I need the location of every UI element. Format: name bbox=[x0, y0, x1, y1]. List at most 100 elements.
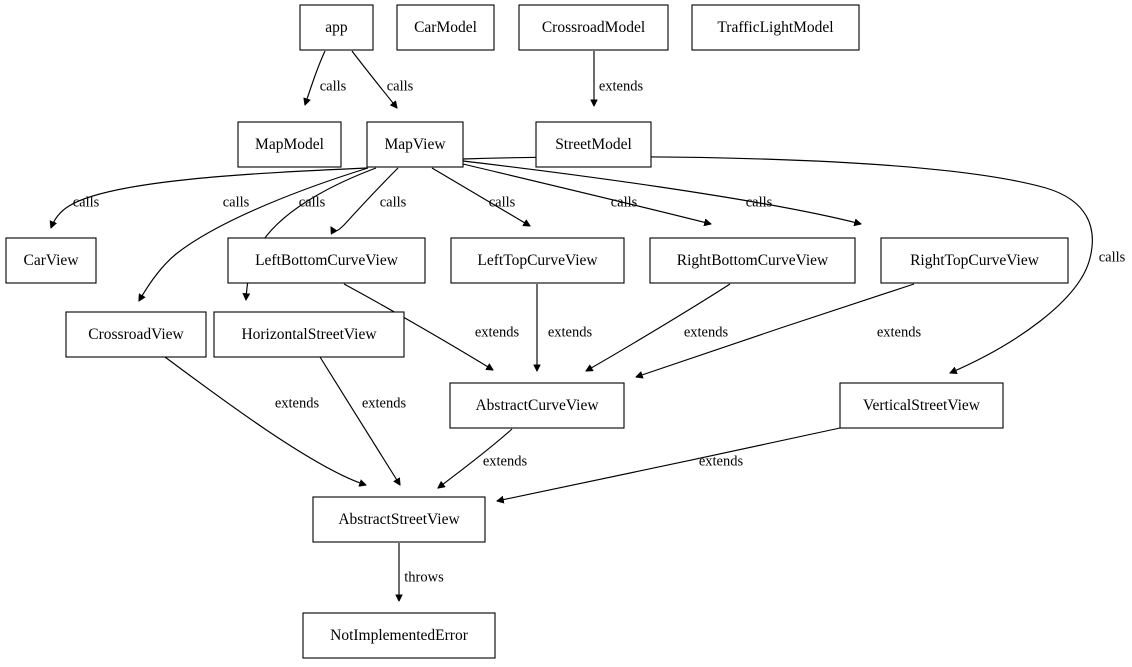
node-label: app bbox=[325, 19, 348, 36]
graph-edge: extends bbox=[537, 284, 593, 371]
edge-label: extends bbox=[699, 453, 744, 469]
graph-edge: extends bbox=[343, 283, 520, 370]
node-label: AbstractCurveView bbox=[475, 397, 599, 414]
graph-node-MapView[interactable]: MapView bbox=[366, 121, 464, 168]
node-label: NotImplementedError bbox=[330, 627, 469, 644]
graph-node-TrafficLightModel[interactable]: TrafficLightModel bbox=[691, 4, 860, 51]
edge-line bbox=[438, 428, 513, 488]
node-box[interactable] bbox=[299, 4, 374, 51]
node-box[interactable] bbox=[839, 382, 1004, 429]
edge-line bbox=[431, 167, 530, 226]
graph-node-RightTopCurveView[interactable]: RightTopCurveView bbox=[880, 237, 1069, 284]
graph-node-CrossroadModel[interactable]: CrossroadModel bbox=[518, 4, 669, 51]
graph-edge: calls bbox=[351, 50, 414, 108]
node-box[interactable] bbox=[213, 311, 405, 358]
node-label: MapModel bbox=[255, 136, 324, 153]
edge-label: calls bbox=[299, 194, 326, 210]
graph-edge: extends bbox=[586, 283, 731, 371]
node-label: RightBottomCurveView bbox=[677, 252, 829, 269]
edge-label: calls bbox=[223, 194, 250, 210]
graph-edge: calls bbox=[305, 50, 347, 105]
graph-node-HorizontalStreetView[interactable]: HorizontalStreetView bbox=[213, 311, 405, 358]
node-label: CarView bbox=[23, 252, 79, 269]
edge-label: extends bbox=[877, 324, 922, 340]
edge-line bbox=[343, 283, 493, 370]
node-label: HorizontalStreetView bbox=[241, 326, 377, 343]
edge-line bbox=[331, 167, 399, 231]
edge-line bbox=[462, 160, 861, 224]
graph-node-CrossroadView[interactable]: CrossroadView bbox=[65, 311, 207, 358]
node-label: RightTopCurveView bbox=[910, 252, 1040, 269]
graph-node-StreetModel[interactable]: StreetModel bbox=[535, 121, 652, 168]
edge-label: calls bbox=[380, 194, 407, 210]
graph-edge: throws bbox=[399, 543, 444, 601]
graph-node-AbstractCurveView[interactable]: AbstractCurveView bbox=[449, 382, 625, 429]
graph-node-LeftBottomCurveView[interactable]: LeftBottomCurveView bbox=[227, 237, 426, 284]
graph-edge: calls bbox=[462, 160, 861, 224]
edge-line bbox=[462, 156, 1093, 373]
edge-line bbox=[139, 167, 369, 301]
edge-line bbox=[305, 50, 326, 105]
graph-node-MapModel[interactable]: MapModel bbox=[237, 121, 342, 168]
edge-label: extends bbox=[475, 324, 520, 340]
graph-node-VerticalStreetView[interactable]: VerticalStreetView bbox=[839, 382, 1004, 429]
edge-label: extends bbox=[684, 324, 729, 340]
node-box[interactable] bbox=[649, 237, 856, 284]
edge-label: calls bbox=[1099, 249, 1126, 265]
node-label: StreetModel bbox=[555, 136, 632, 153]
graph-edge: calls bbox=[331, 167, 407, 231]
graph-node-NotImplementedError[interactable]: NotImplementedError bbox=[302, 612, 496, 659]
node-box[interactable] bbox=[535, 121, 652, 168]
edge-label: extends bbox=[362, 395, 407, 411]
node-label: CarModel bbox=[414, 19, 477, 36]
node-box[interactable] bbox=[302, 612, 496, 659]
edge-label: extends bbox=[483, 453, 528, 469]
edge-line bbox=[497, 427, 841, 501]
graph-edge: extends bbox=[497, 427, 841, 501]
edge-label: calls bbox=[320, 78, 347, 94]
edge-layer: calls calls extends calls calls calls calls cal… bbox=[51, 50, 1126, 601]
node-box[interactable] bbox=[449, 382, 625, 429]
graph-node-app[interactable]: app bbox=[299, 4, 374, 51]
graph-node-RightBottomCurveView[interactable]: RightBottomCurveView bbox=[649, 237, 856, 284]
edge-label: calls bbox=[489, 194, 516, 210]
graph-edge: calls bbox=[431, 167, 530, 226]
edge-label: calls bbox=[387, 78, 414, 94]
graph-node-CarModel[interactable]: CarModel bbox=[396, 4, 495, 51]
graph-edge: calls bbox=[462, 163, 711, 224]
graph-edge: extends bbox=[594, 51, 644, 106]
graph-node-LeftTopCurveView[interactable]: LeftTopCurveView bbox=[450, 237, 625, 284]
node-label: MapView bbox=[384, 136, 446, 153]
graph-edge: extends bbox=[319, 356, 407, 485]
node-layer: app CarModel CrossroadModel TrafficLightMod… bbox=[5, 4, 1069, 659]
edge-line bbox=[462, 163, 711, 224]
node-box[interactable] bbox=[366, 121, 464, 168]
node-box[interactable] bbox=[312, 496, 486, 543]
graph-edge: extends bbox=[164, 356, 366, 485]
graph-edge: extends bbox=[636, 283, 922, 377]
edge-label: calls bbox=[746, 194, 773, 210]
node-label: LeftTopCurveView bbox=[477, 252, 598, 269]
graph-edge: calls bbox=[139, 167, 369, 301]
graph-node-CarView[interactable]: CarView bbox=[5, 237, 97, 284]
node-box[interactable] bbox=[396, 4, 495, 51]
node-box[interactable] bbox=[227, 237, 426, 284]
edge-label: extends bbox=[275, 395, 320, 411]
edge-line bbox=[164, 356, 366, 485]
node-box[interactable] bbox=[237, 121, 342, 168]
node-box[interactable] bbox=[691, 4, 860, 51]
node-box[interactable] bbox=[518, 4, 669, 51]
edge-line bbox=[351, 50, 397, 108]
node-box[interactable] bbox=[65, 311, 207, 358]
graph-node-AbstractStreetView[interactable]: AbstractStreetView bbox=[312, 496, 486, 543]
edge-label: calls bbox=[611, 194, 638, 210]
graph-edge: calls bbox=[462, 156, 1126, 373]
edge-label: extends bbox=[548, 324, 593, 340]
node-box[interactable] bbox=[880, 237, 1069, 284]
node-label: VerticalStreetView bbox=[863, 397, 981, 414]
node-label: AbstractStreetView bbox=[338, 511, 460, 528]
edge-label: calls bbox=[73, 194, 100, 210]
node-box[interactable] bbox=[450, 237, 625, 284]
node-box[interactable] bbox=[5, 237, 97, 284]
